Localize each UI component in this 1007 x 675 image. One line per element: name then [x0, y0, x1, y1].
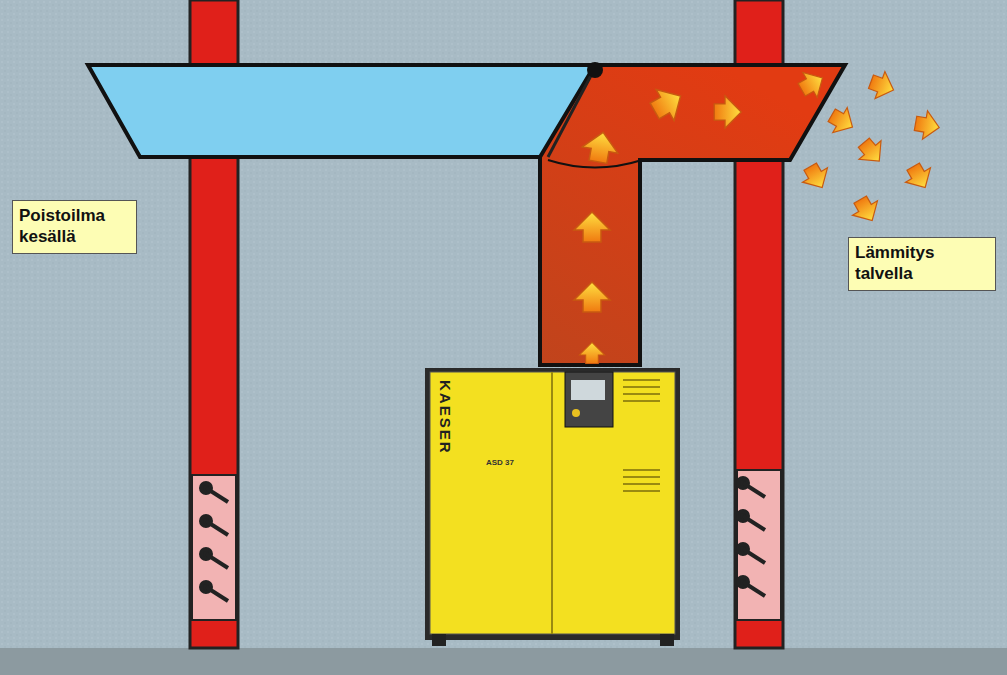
label-box: Lämmitys talvella — [848, 237, 996, 291]
floor — [0, 648, 1007, 675]
brand-name: KAESER — [437, 380, 454, 455]
compressor — [425, 368, 680, 646]
model-name: ASD 37 — [486, 458, 514, 467]
damper-pivot — [587, 62, 603, 78]
label-text: Poistoilma kesällä — [19, 205, 130, 247]
exhaust-duct — [88, 65, 595, 157]
heating-duct — [540, 65, 845, 365]
label-box: Poistoilma kesällä — [12, 200, 137, 254]
label-text: Lämmitys talvella — [855, 242, 989, 284]
heat-arrows — [574, 65, 942, 363]
